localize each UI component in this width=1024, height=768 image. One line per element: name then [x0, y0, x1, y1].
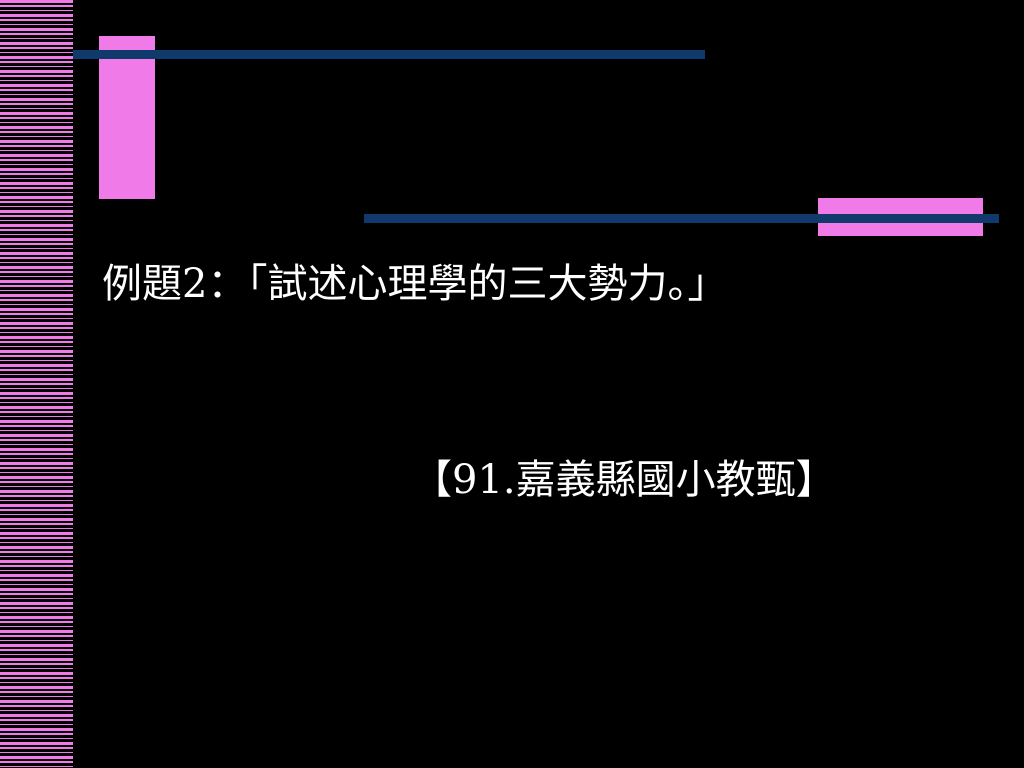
- decorative-blue-line-middle: [364, 214, 999, 223]
- source-citation: 【91.嘉義縣國小教甄】: [412, 457, 836, 503]
- decorative-pink-rectangle-left: [99, 36, 155, 199]
- question-text: 例題2：「試述心理學的三大勢力。」: [102, 261, 728, 307]
- decorative-blue-line-top: [73, 50, 705, 59]
- decorative-stripe-bar: [0, 0, 73, 768]
